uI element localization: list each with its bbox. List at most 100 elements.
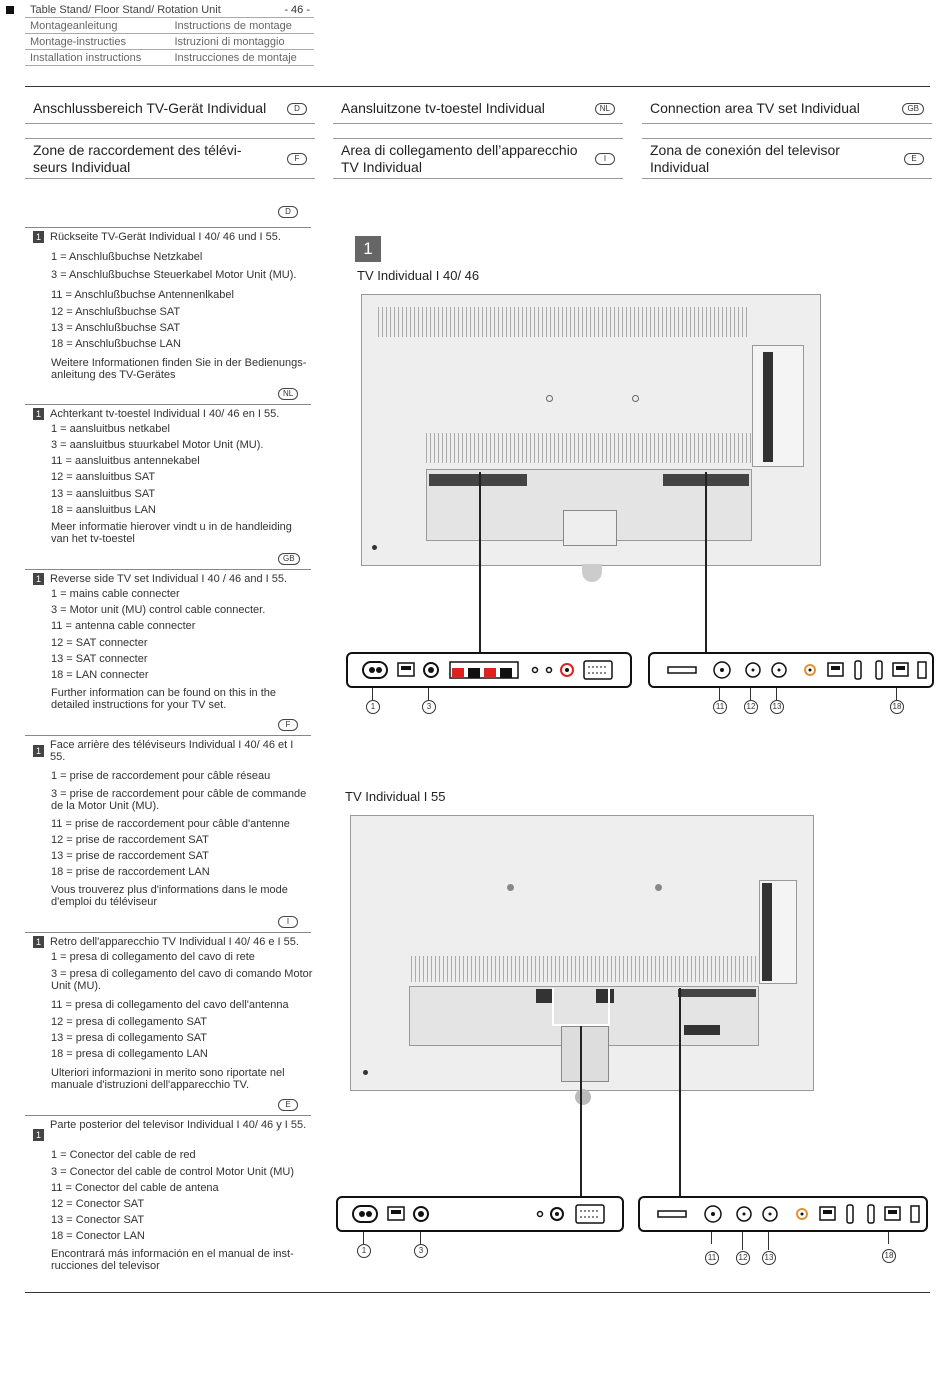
- leader-line: [679, 988, 681, 1196]
- leader-line: [580, 1026, 582, 1196]
- mount-hole: [546, 395, 553, 402]
- heading-text: Connection area TV set Individual: [650, 100, 860, 116]
- callout-tick: [420, 1232, 421, 1244]
- list-item: 3 = prise de raccordement pour câble de …: [51, 788, 307, 812]
- connector-row-right: [678, 989, 756, 997]
- callout-1: 1: [366, 700, 380, 714]
- stand-mount: [563, 510, 617, 546]
- leader-line: [705, 472, 707, 656]
- lang-badge: I: [595, 152, 615, 165]
- callout-11: 11: [705, 1251, 719, 1265]
- header-cell: Instructions de montage: [174, 19, 292, 32]
- list-item: 3 = aansluitbus stuurkabel Motor Unit (M…: [51, 439, 264, 451]
- tv-back-55: [350, 815, 814, 1091]
- callout-3: 3: [422, 700, 436, 714]
- section-note: Weitere Informationen finden Sie in der …: [51, 357, 307, 381]
- lang-badge: E: [904, 152, 924, 165]
- header-row: Montageanleitung Instructions de montage: [25, 18, 314, 34]
- list-item: 11 = presa di collegamento del cavo dell…: [51, 999, 289, 1011]
- connector-row-left: [429, 474, 527, 486]
- heading-gb: Connection area TV set Individual GB: [642, 94, 932, 124]
- figure-number: 1: [33, 573, 44, 585]
- callout-tick: [711, 1232, 712, 1244]
- heading-text: Zona de conexión del televisor Individua…: [650, 141, 840, 175]
- list-item: 11 = Anschlußbuchse Antennenlkabel: [51, 289, 234, 301]
- section-title-text: Rückseite TV-Gerät Individual I 40/ 46 u…: [50, 231, 281, 243]
- heading-d: Anschlussbereich TV-Gerät Individual D: [25, 94, 315, 124]
- connector-panel-drawing: [657, 1204, 920, 1224]
- list-item: 3 = Motor unit (MU) control cable connec…: [51, 604, 266, 616]
- list-item: 12 = aansluitbus SAT: [51, 471, 156, 483]
- list-item: 13 = aansluitbus SAT: [51, 488, 156, 500]
- bracket-lines: [552, 988, 610, 1026]
- vent-grille: [411, 956, 757, 982]
- callout-tick: [428, 688, 429, 700]
- header-title: Table Stand/ Floor Stand/ Rotation Unit: [30, 3, 221, 16]
- callout-tick: [750, 688, 751, 700]
- callout-tick: [742, 1232, 743, 1250]
- section-note: Ulteriori informazioni in merito sono ri…: [51, 1067, 285, 1091]
- header-cell: Montageanleitung: [30, 19, 118, 32]
- list-item: 1 = aansluitbus netkabel: [51, 423, 170, 435]
- list-item: 18 = presa di collegamento LAN: [51, 1048, 208, 1060]
- connector-panel-left: [346, 652, 632, 688]
- list-item: 11 = prise de raccordement pour câble d'…: [51, 818, 290, 830]
- callout-tick: [888, 1232, 889, 1244]
- connector-panel-drawing: [352, 1204, 605, 1224]
- connector-block: [684, 1025, 720, 1035]
- header-row: Installation instructions Instrucciones …: [25, 50, 314, 66]
- list-item: 18 = Anschlußbuchse LAN: [51, 338, 181, 350]
- header-bullet: [6, 6, 14, 14]
- section-note: Encontrará más información en el manual …: [51, 1248, 294, 1272]
- figure-number: 1: [33, 231, 44, 243]
- mount-hole: [632, 395, 639, 402]
- callout-tick: [776, 688, 777, 700]
- section-title-text: Face arrière des téléviseurs Individual …: [50, 739, 294, 763]
- header-row: Montage-instructies Istruzioni di montag…: [25, 34, 314, 50]
- list-item: 13 = Conector SAT: [51, 1214, 145, 1226]
- callout-tick: [896, 688, 897, 700]
- connector-strip: [763, 352, 773, 462]
- figure-number: 1: [33, 1129, 44, 1141]
- connector-panel-left: [336, 1196, 624, 1232]
- list-item: 11 = antenna cable connecter: [51, 620, 196, 632]
- heading-text: Area di collegamento dell’apparecchio TV…: [341, 141, 578, 175]
- callout-12: 12: [744, 700, 758, 714]
- section-title: 1 Rückseite TV-Gerät Individual I 40/ 46 …: [25, 227, 311, 243]
- section-title-text: Achterkant tv-toestel Individual I 40/ 4…: [50, 408, 280, 420]
- list-item: 1 = presa di collegamento del cavo di re…: [51, 951, 255, 963]
- header-cell: Montage-instructies: [30, 35, 126, 48]
- section-title-text: Retro dell'apparecchio TV Individual I 4…: [50, 936, 299, 948]
- top-rule: [25, 86, 930, 87]
- list-item: 12 = Anschlußbuchse SAT: [51, 306, 181, 318]
- figure-number: 1: [33, 408, 44, 420]
- heading-i: Area di collegamento dell’apparecchio TV…: [333, 138, 623, 179]
- header-cell: Instrucciones de montaje: [174, 51, 297, 64]
- indicator-dot: [372, 545, 377, 550]
- list-item: 13 = SAT connecter: [51, 653, 148, 665]
- connector-panel-drawing: [667, 660, 927, 680]
- callout-tick: [719, 688, 720, 700]
- section-title: 1 Reverse side TV set Individual I 40 / 4…: [25, 569, 311, 585]
- heading-f: Zone de raccordement des télévi-seurs In…: [25, 138, 315, 179]
- list-item: 18 = prise de raccordement LAN: [51, 866, 210, 878]
- callout-11: 11: [713, 700, 727, 714]
- bottom-connector-area: [426, 469, 752, 546]
- lang-badge: F: [287, 152, 307, 165]
- connector-strip: [762, 883, 772, 981]
- leader-line: [479, 472, 481, 656]
- stand-mount: [561, 1026, 609, 1082]
- list-item: 3 = Anschlußbuchse Steuerkabel Motor Uni…: [51, 269, 297, 281]
- header-row: Table Stand/ Floor Stand/ Rotation Unit …: [25, 2, 314, 18]
- callout-13: 13: [762, 1251, 776, 1265]
- lang-badge: NL: [278, 388, 299, 400]
- list-item: 12 = presa di collegamento SAT: [51, 1016, 208, 1028]
- section-title-text: Reverse side TV set Individual I 40 / 46…: [50, 573, 288, 585]
- list-item: 18 = Conector LAN: [51, 1230, 145, 1242]
- list-item: 3 = Conector del cable de control Motor …: [51, 1166, 295, 1178]
- heading-e: Zona de conexión del televisor Individua…: [642, 138, 932, 179]
- lang-badge: E: [278, 1099, 298, 1111]
- header-cell: Istruzioni di montaggio: [174, 35, 285, 48]
- side-connector-panel: [759, 880, 797, 984]
